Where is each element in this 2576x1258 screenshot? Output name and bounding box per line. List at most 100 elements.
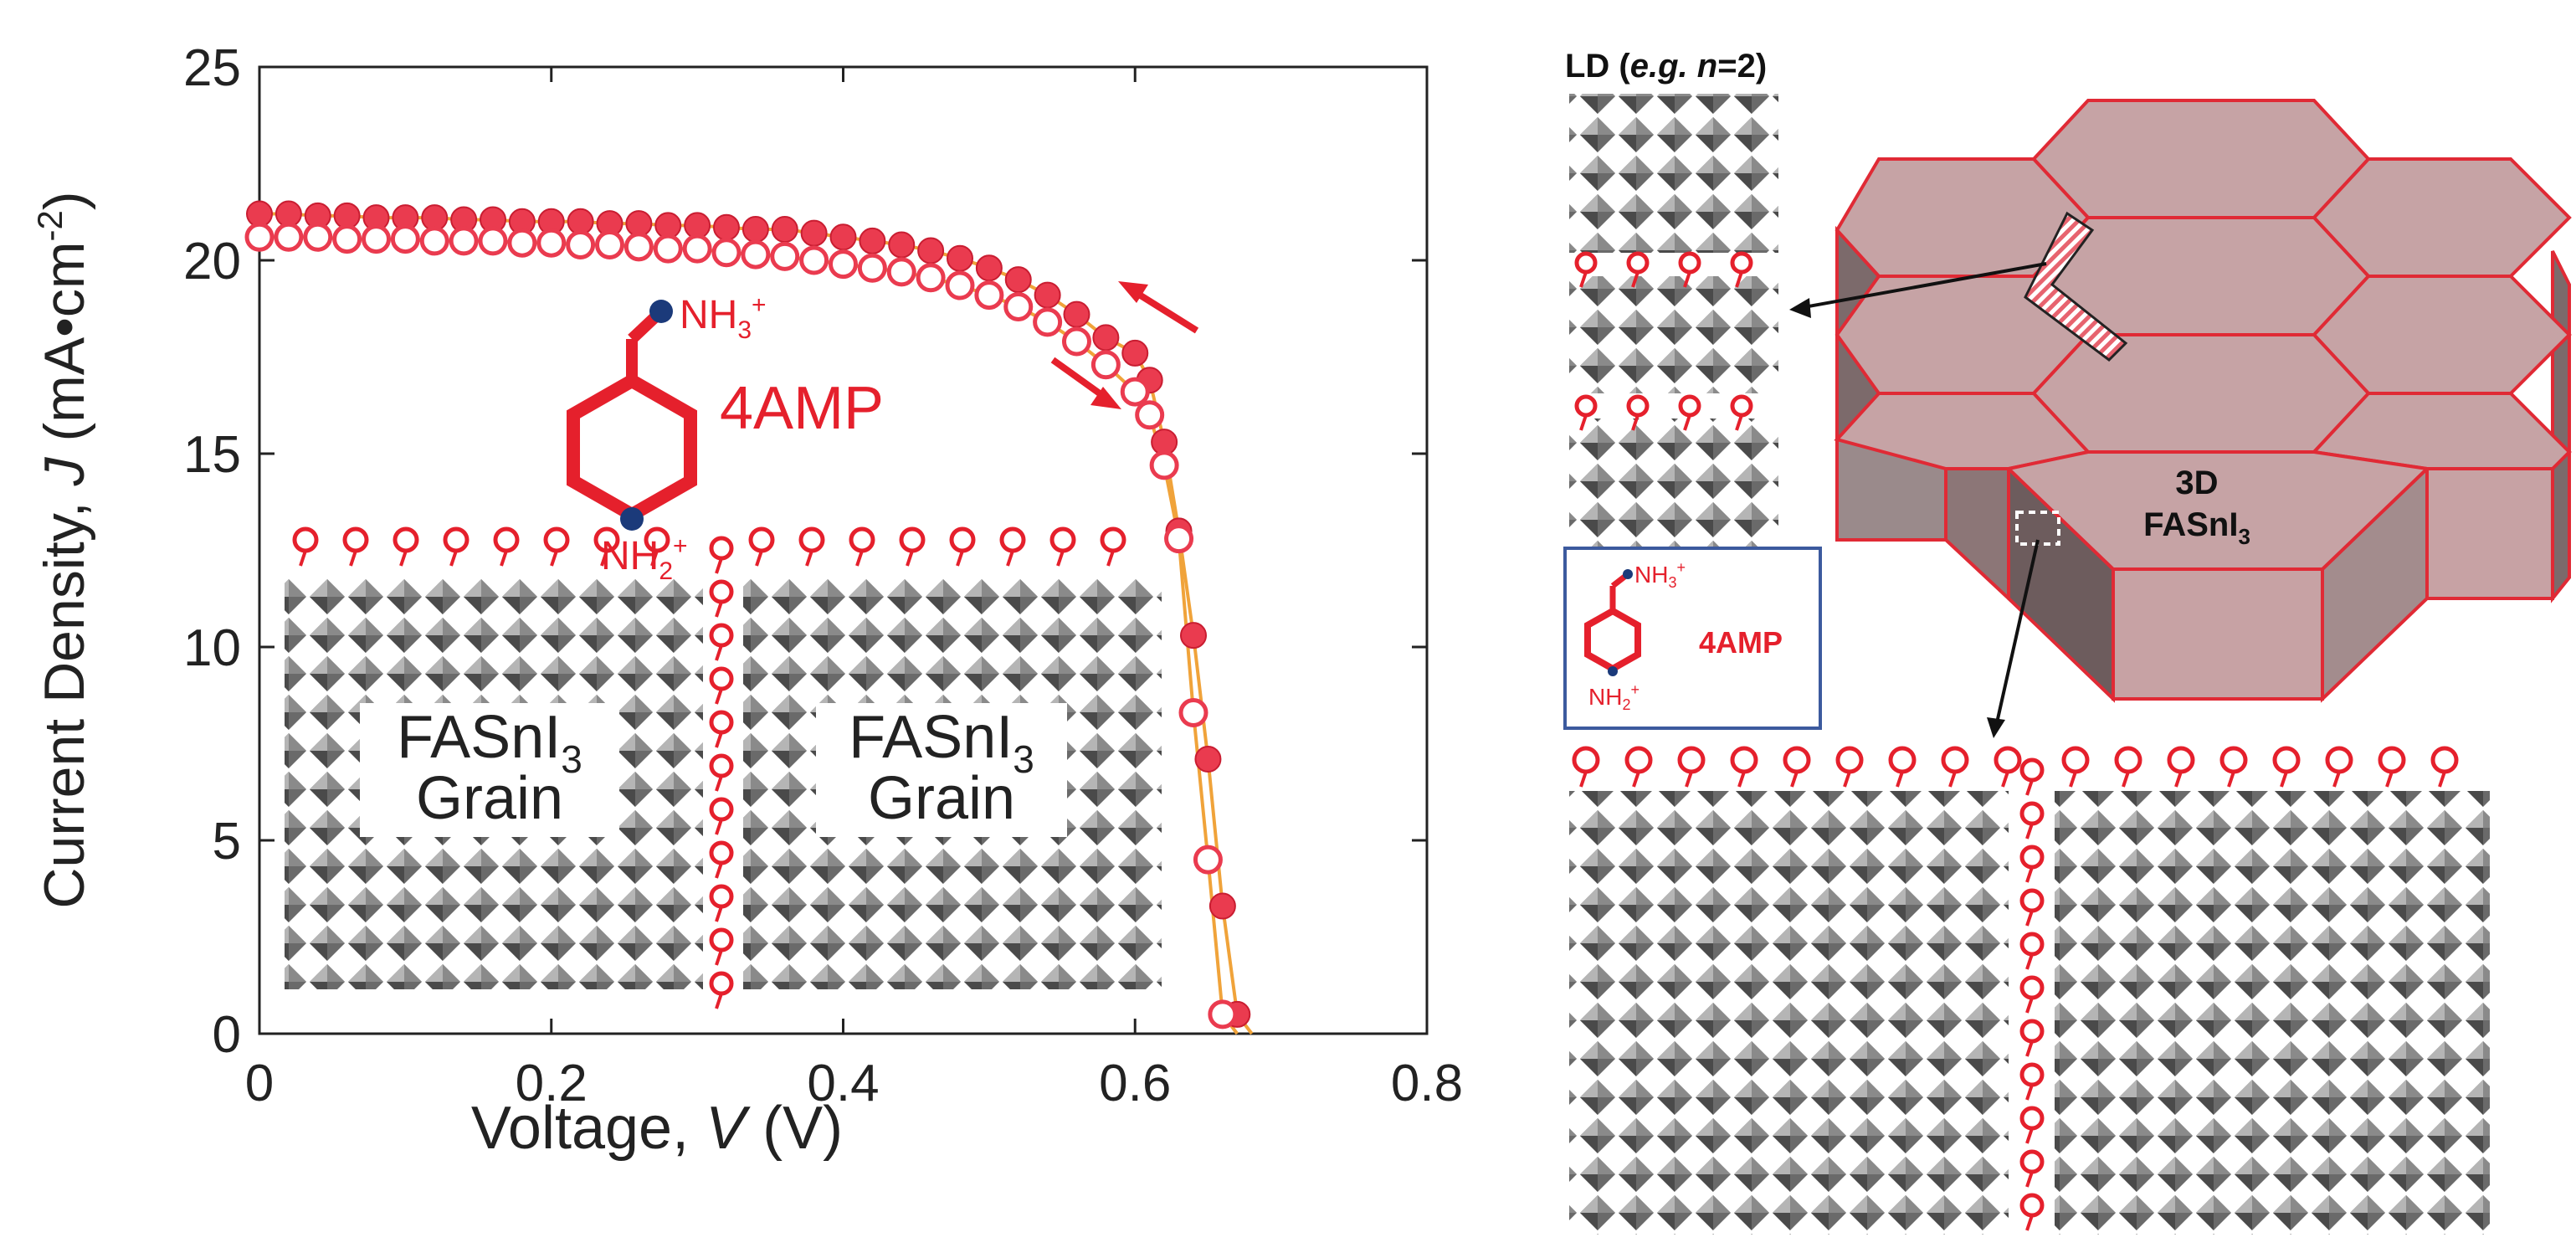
ligand-tail [2025, 910, 2034, 927]
grain-boundary-ligands [709, 536, 734, 1009]
filled-marker [888, 231, 916, 259]
ligand-tail [1579, 271, 1588, 288]
grain-left-label-line2: Grain [416, 765, 563, 832]
ligand-ring [1730, 394, 1753, 418]
ligand-tail [449, 550, 458, 567]
filled-marker [1004, 266, 1032, 294]
ligand-tail [715, 862, 723, 879]
ligand-tail [755, 550, 763, 567]
open-marker [303, 222, 333, 252]
ligand-ring [748, 526, 775, 553]
y-tick-label: 15 [183, 426, 241, 484]
inset-border [1563, 547, 1822, 730]
ligand-ring [709, 971, 734, 996]
filled-marker [741, 216, 769, 244]
ligand-tail [2025, 1171, 2034, 1188]
y-tick-label: 10 [183, 619, 241, 677]
filled-marker [917, 237, 945, 264]
grain-top [2031, 333, 2371, 454]
amine-node [620, 507, 644, 531]
grain-schematic: LD (e.g. n=2) [1563, 48, 2572, 1235]
ligand-tail [1056, 550, 1065, 567]
open-marker [1120, 377, 1150, 407]
ligand-ring [2378, 746, 2406, 774]
molecule-name: 4AMP [720, 375, 884, 442]
ligand-ring [709, 884, 734, 909]
ligand-ring [2019, 975, 2045, 1000]
ligand-tail [1579, 771, 1588, 788]
open-marker [332, 224, 362, 254]
open-marker [1033, 307, 1063, 337]
ligand-tail [715, 732, 723, 748]
ligand-ring [798, 526, 825, 553]
filled-marker [1063, 300, 1090, 328]
filled-marker [975, 254, 1003, 282]
open-marker [536, 228, 567, 258]
open-marker [741, 239, 771, 270]
ligand-tail [2385, 771, 2394, 788]
open-marker [1208, 999, 1238, 1030]
inset-nh3-label: NH3+ [1634, 559, 1686, 591]
arrow-head-icon [1987, 717, 2005, 738]
ligand-tail [1843, 771, 1851, 788]
ligand-ring [1574, 251, 1598, 275]
ligand-tail [2025, 823, 2034, 840]
ligand-tail [715, 906, 723, 922]
ligand-tail [715, 557, 723, 574]
ligand-tail [1579, 414, 1588, 431]
ligand-ring [2019, 1149, 2045, 1174]
ld-grain-boundary-wedge [2024, 211, 2128, 362]
ld-spacer-rows [1574, 251, 1753, 431]
ligand-tail [715, 601, 723, 618]
ligand-ring [709, 536, 734, 561]
open-marker [244, 222, 275, 252]
zoom-grain-right-lattice [2055, 791, 2490, 1235]
ligand-ring [2219, 746, 2248, 774]
ligand-tail [299, 550, 307, 567]
open-marker [799, 245, 829, 275]
ligand-tail [1735, 271, 1743, 288]
filled-marker [771, 216, 798, 244]
ld-inorganic-layer [1569, 94, 1778, 253]
arrow-head-icon [1789, 298, 1811, 318]
y-tick-label: 20 [183, 233, 241, 290]
ld-phase-stack [1569, 94, 1778, 552]
inset-4amp-label: 4AMP [1699, 625, 1783, 660]
open-marker [1149, 450, 1179, 480]
ligand-tail [1735, 414, 1743, 431]
ligand-ring [709, 927, 734, 952]
open-marker [507, 228, 537, 258]
ligand-tail [600, 550, 608, 567]
filled-marker [829, 223, 857, 251]
open-marker [886, 257, 916, 287]
nh3-label: NH3+ [680, 291, 767, 344]
ligand-ring [1677, 746, 1706, 774]
open-marker [478, 226, 508, 256]
inset-nh2-label: NH2+ [1588, 681, 1640, 713]
filled-marker [1194, 745, 1222, 773]
ligand-ring [899, 526, 926, 553]
ligand-tail [399, 550, 408, 567]
label-fasni3: FASnI3 [2143, 506, 2250, 549]
ligand-ring [2325, 746, 2353, 774]
molecule-ring [567, 372, 697, 523]
grain-right-label-box [816, 703, 1067, 837]
ligand-ring [1100, 526, 1126, 553]
ligand-ring [849, 526, 875, 553]
ligand-ring [999, 526, 1026, 553]
ligand-ring [2061, 746, 2090, 774]
surface-ligands [292, 526, 1126, 567]
inset-4amp-box: NH3+ NH2+ 4AMP [1563, 547, 1822, 730]
ligand-tail [1685, 771, 1693, 788]
ligand-ring [2019, 932, 2045, 957]
ligand-tail [1790, 771, 1799, 788]
ligand-tail [715, 949, 723, 966]
zoom-pointer-arrow [1994, 539, 2040, 727]
ligand-ring [1941, 746, 1969, 774]
ligand-tail [2025, 1214, 2034, 1231]
ligand-tail [550, 550, 558, 567]
ligand-ring [543, 526, 570, 553]
open-marker [682, 234, 712, 264]
ligand-tail [2025, 866, 2034, 883]
